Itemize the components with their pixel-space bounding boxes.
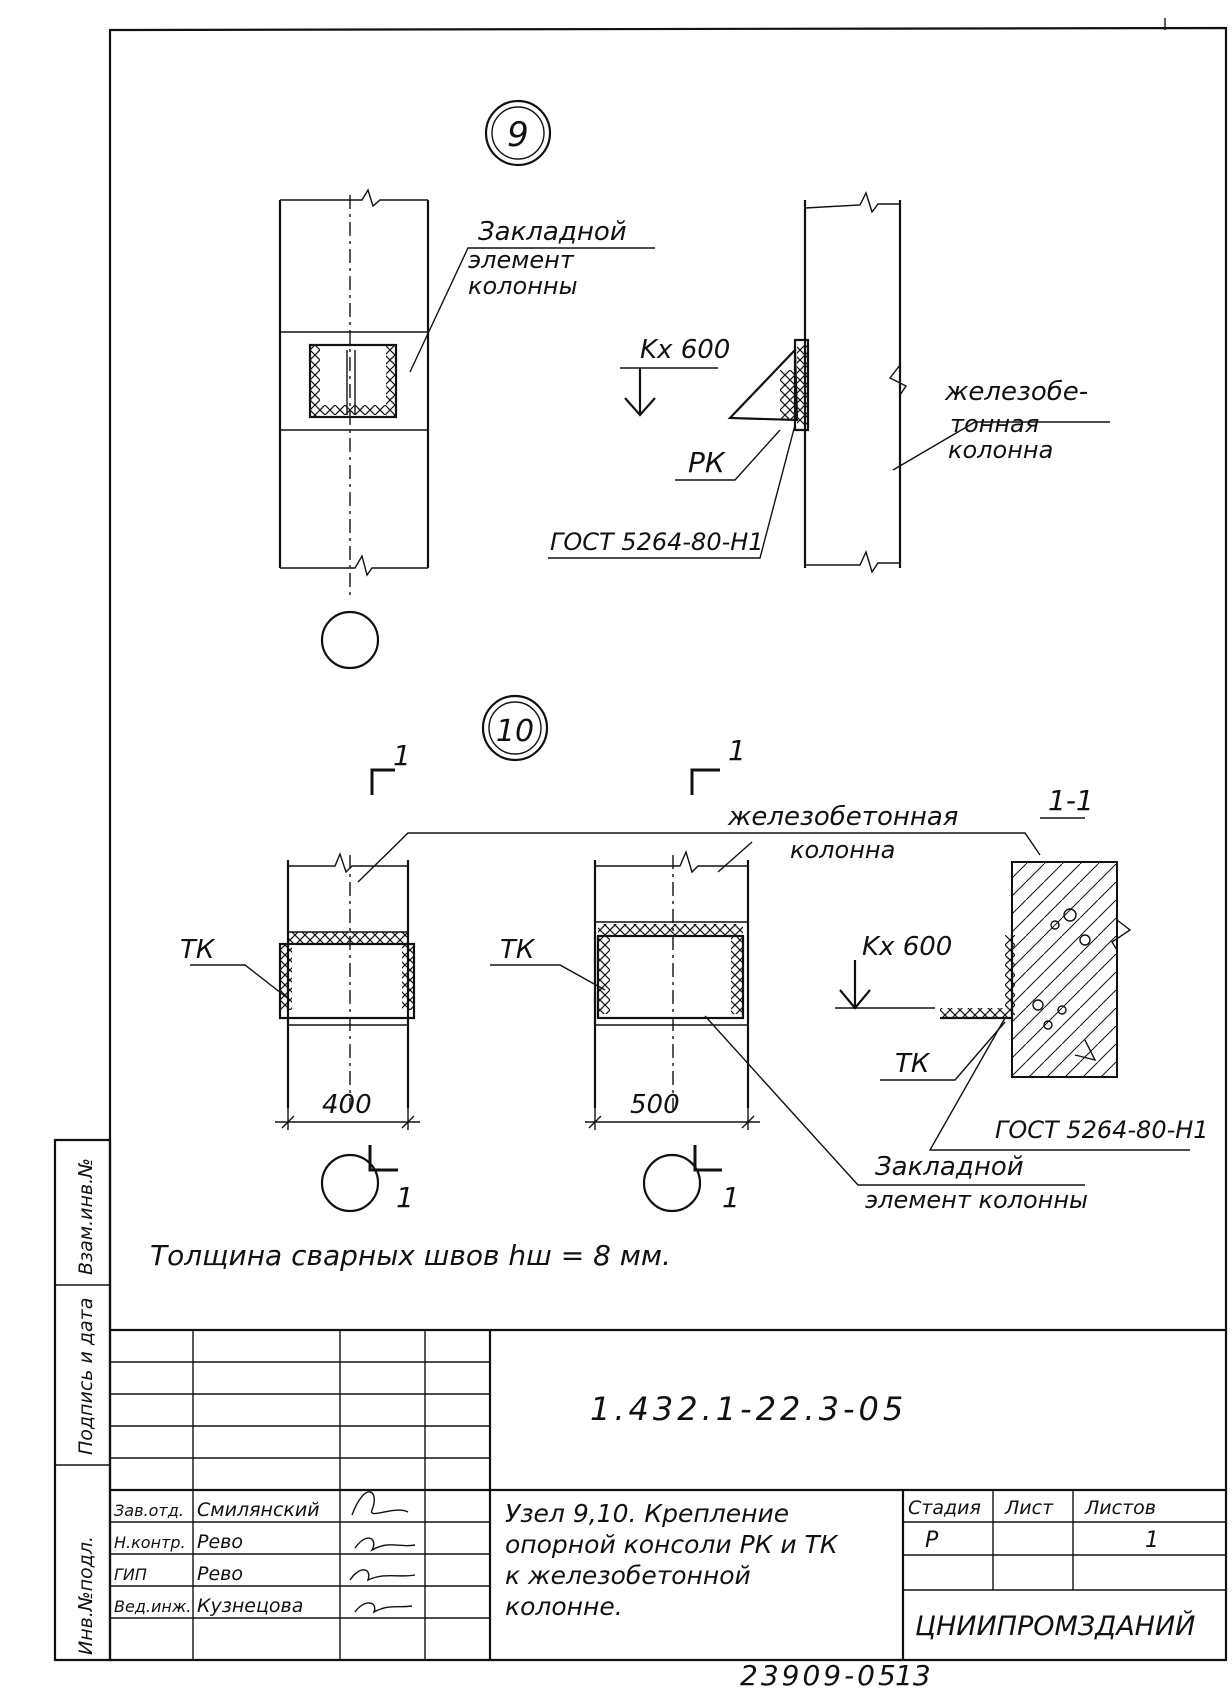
stamp-title-3: колонне. [505, 1592, 623, 1621]
stamp-title-2: к железобетонной [505, 1561, 751, 1590]
node-10-column-left: ТК 400 [180, 852, 420, 1213]
weld-note: Толщина сварных швов hш = 8 мм. [150, 1239, 671, 1272]
node-9-embed-callout: Закладной элемент колонны [409, 217, 655, 373]
svg-text:500: 500 [630, 1090, 680, 1120]
stage-value: Р [925, 1528, 939, 1553]
svg-text:1: 1 [393, 739, 411, 772]
node-10-column-callout: железобетонная колонна [357, 802, 1041, 883]
svg-text:элемент колонны: элемент колонны [865, 1186, 1088, 1214]
stamp-role-3: Вед.инж. [114, 1597, 191, 1616]
stamp-name-0: Смилянский [197, 1499, 320, 1521]
sheet-border [53, 18, 1228, 1662]
svg-text:железобе-: железобе- [944, 377, 1088, 407]
node-9-badge: 9 [484, 99, 552, 167]
svg-text:1: 1 [396, 1181, 414, 1214]
svg-text:железобетонная: железобетонная [727, 802, 958, 832]
stamp-role-1: Н.контр. [114, 1533, 186, 1552]
section-1-1: 1-1 Kx 600 ТК ГОСТ 5264-80-Н1 [835, 784, 1209, 1151]
stamp-title-0: Узел 9,10. Крепление [505, 1499, 789, 1528]
title-stamp: 1.432.1-22.3-05 Зав.отд. Н.контр. ГИП Ве… [110, 1328, 1226, 1660]
svg-text:400: 400 [322, 1090, 372, 1120]
svg-text:РК: РК [688, 446, 726, 479]
node-9-column-side: Kx 600 РК ГОСТ 5264-80-Н1 железобе- тонн… [548, 191, 1110, 574]
svg-text:10: 10 [496, 714, 534, 749]
side-label-inv: Инв.№подл. [75, 1536, 97, 1655]
svg-text:колонна: колонна [790, 836, 895, 864]
svg-text:тонная: тонная [950, 410, 1039, 438]
stamp-role-2: ГИП [114, 1565, 147, 1584]
footer-number: 23909-05 [740, 1659, 899, 1689]
svg-text:Закладной: Закладной [875, 1152, 1024, 1182]
doc-code: 1.432.1-22.3-05 [590, 1390, 907, 1428]
svg-text:9: 9 [507, 115, 529, 155]
sheets-value: 1 [1145, 1528, 1159, 1553]
svg-text:колонны: колонны [468, 272, 578, 300]
organization: ЦНИИПРОМЗДАНИЙ [915, 1610, 1195, 1642]
stamp-name-2: Рево [197, 1563, 243, 1585]
svg-text:1: 1 [728, 734, 746, 767]
node-10-badge: 10 [481, 694, 549, 762]
node-9-column-front [278, 188, 430, 670]
svg-text:ТК: ТК [180, 935, 216, 965]
side-label-replacement: Взам.инв.№ [75, 1158, 97, 1275]
side-label-signature: Подпись и дата [75, 1298, 97, 1455]
node-10-column-mid: ТК 500 [490, 849, 760, 1213]
col-sheet: Лист [1004, 1497, 1054, 1519]
stamp-name-1: Рево [197, 1531, 243, 1553]
node-10-embed-callout: Закладной элемент колонны [704, 1015, 1088, 1214]
col-sheets: Листов [1084, 1497, 1156, 1519]
svg-text:ТК: ТК [500, 935, 536, 965]
svg-text:колонна: колонна [948, 436, 1053, 464]
svg-text:Закладной: Закладной [478, 217, 627, 247]
svg-text:ГОСТ 5264-80-Н1: ГОСТ 5264-80-Н1 [995, 1116, 1209, 1144]
node-10: 10 1 1 1 1 ТК 400 [180, 694, 1209, 1214]
stamp-title-1: опорной консоли РК и ТК [505, 1530, 839, 1559]
page-number: 13 [895, 1659, 931, 1689]
svg-text:ГОСТ 5264-80-Н1: ГОСТ 5264-80-Н1 [550, 528, 764, 556]
side-labels: Инв.№подл. Подпись и дата Взам.инв.№ [75, 1158, 97, 1655]
svg-text:ТК: ТК [895, 1049, 931, 1079]
svg-text:Kx 600: Kx 600 [862, 932, 952, 962]
node-9: 9 Закладной элемент колонны [278, 99, 1110, 670]
svg-text:элемент: элемент [468, 246, 575, 274]
svg-text:1: 1 [722, 1181, 740, 1214]
stamp-name-3: Кузнецова [197, 1595, 303, 1617]
node-10-section-marks: 1 1 1 1 [368, 734, 746, 1214]
svg-text:1-1: 1-1 [1048, 784, 1094, 817]
col-stage: Стадия [908, 1497, 981, 1519]
svg-text:Kx 600: Kx 600 [640, 335, 730, 365]
signatures [349, 1491, 416, 1614]
stamp-role-0: Зав.отд. [114, 1501, 184, 1520]
